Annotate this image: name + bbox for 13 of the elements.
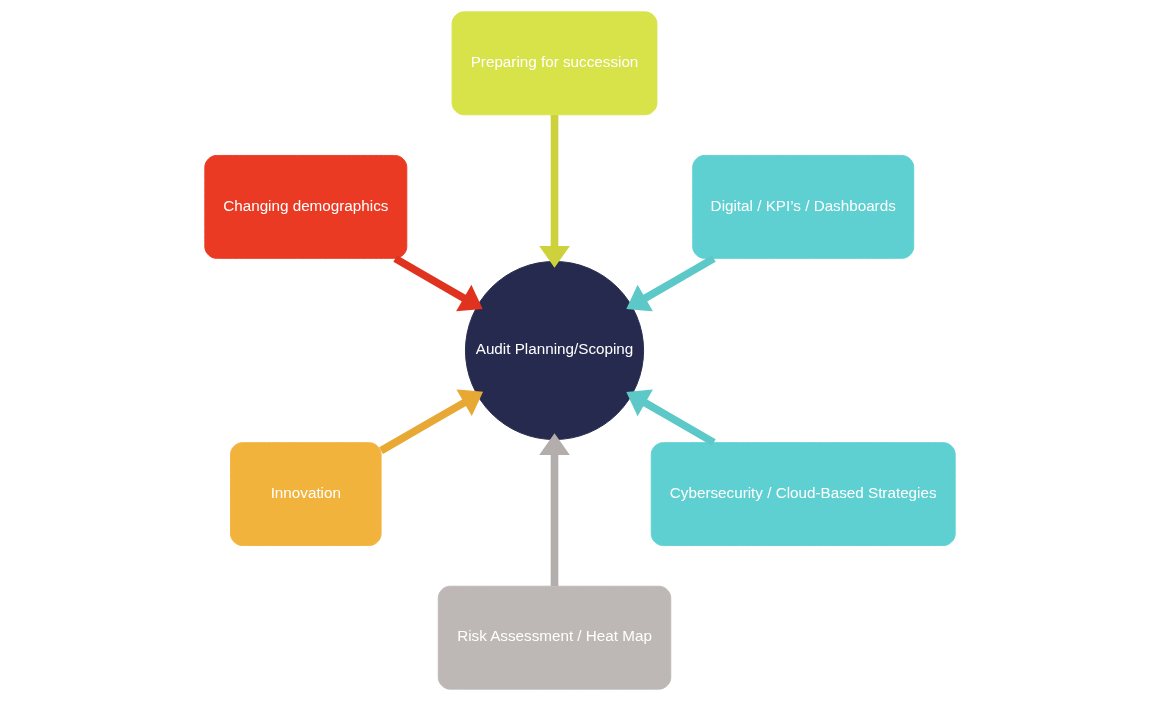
- arrow: [626, 255, 716, 312]
- arrow: [379, 389, 484, 454]
- node-box: Preparing for succession: [451, 11, 658, 116]
- node-box: Changing demographics: [204, 155, 408, 259]
- node-box: Digital / KPI’s / Dashboards: [692, 155, 915, 259]
- node-box: Innovation: [230, 442, 382, 546]
- arrow: [539, 115, 570, 268]
- node-circle: Audit Planning/Scoping: [464, 260, 645, 441]
- node-box: Cybersecurity / Cloud-Based Strategies: [650, 442, 956, 546]
- node-box: Risk Assessment / Heat Map: [437, 585, 672, 690]
- arrow: [393, 255, 483, 312]
- arrow: [626, 389, 716, 446]
- arrow: [539, 433, 570, 586]
